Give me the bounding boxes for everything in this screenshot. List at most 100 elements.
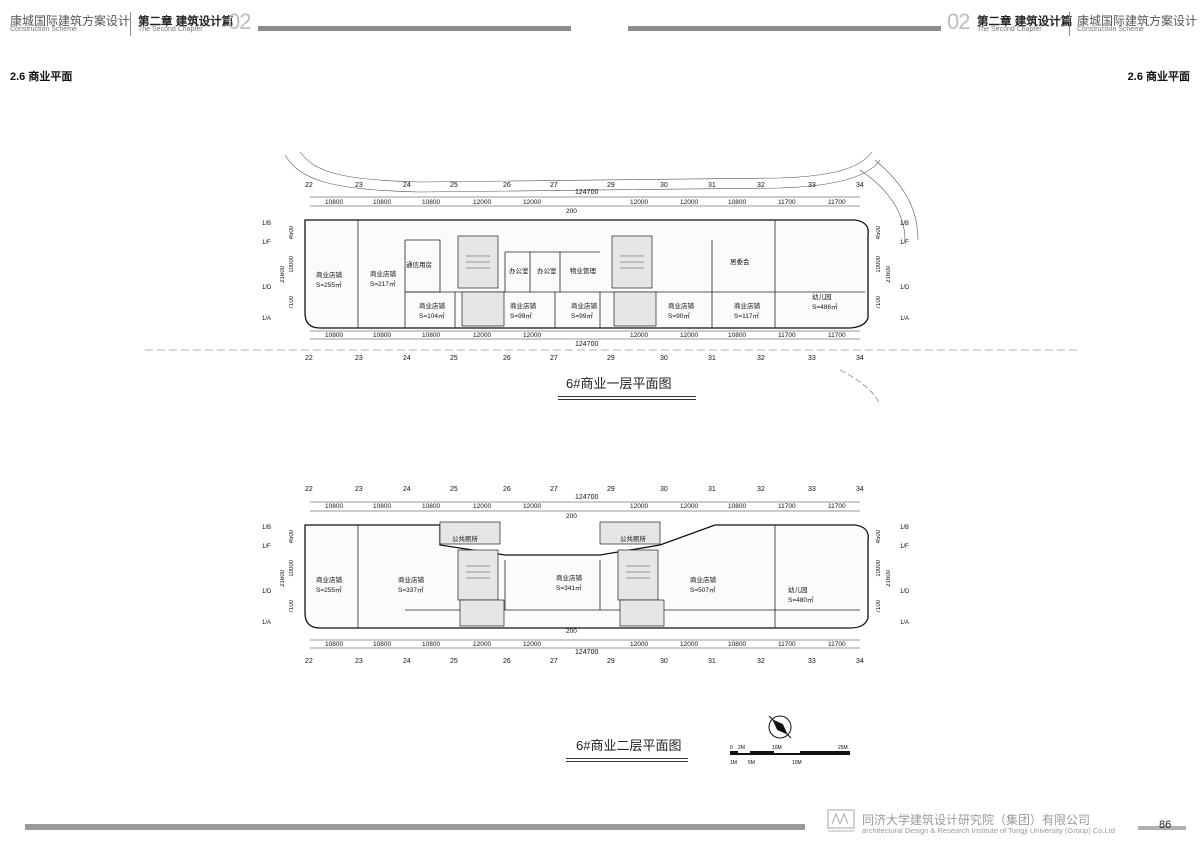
depth-dim: 7100 [289,296,295,310]
bay-dim: 10800 [728,199,747,206]
plan2-total-dim: 124700 [575,494,599,501]
row-axis: 1/F [262,240,271,246]
plan2-center-dim: 200 [566,513,577,520]
north-arrow-icon [768,715,792,739]
axis-label: 32 [757,658,765,665]
bay-dim: 12000 [473,332,492,339]
bay-dim: 10800 [728,503,747,510]
bay-dim: 12000 [680,503,699,510]
bay-dim: 12000 [523,332,542,339]
dimension-lines [310,196,860,340]
bay-dim: 11700 [828,332,846,339]
axis-label: 33 [808,658,816,665]
depth-dim: 4500 [289,226,295,240]
bay-dim: 10800 [325,503,344,510]
row-axis: 1/D [900,285,910,291]
depth-dim: 10000 [289,256,295,273]
plan2-row-axes-right: 1/B 1/F 1/D 1/A 4500 10000 7100 21600 [872,522,912,632]
header-chapter-number-right: 02 [947,9,971,34]
room-label: 物业管理 [570,268,596,275]
axis-label: 30 [660,486,668,493]
header-divider [130,12,131,36]
axis-label: 24 [403,355,411,362]
depth-dim: 4500 [289,530,295,544]
room-label: 通信用房 [406,262,432,269]
bay-dim: 10800 [422,503,441,510]
plan2-bay-dims-top: 10800 10800 10800 12000 12000 12000 1200… [300,503,880,512]
bay-dim: 12000 [523,503,542,510]
axis-label: 33 [808,182,816,189]
axis-label: 34 [856,658,864,665]
header-chapter-cn-right: 第二章 建筑设计篇 [977,16,1073,28]
bay-dim: 12000 [630,199,649,206]
bay-dim: 11700 [778,641,796,648]
axis-label: 34 [856,182,864,189]
header-chapter-en-right: The Second Chapter [977,26,1042,33]
plan2-row-axes-left: 1/B 1/F 1/D 1/A 21600 4500 10000 7100 [262,522,302,632]
axis-label: 31 [708,658,716,665]
row-axis: 1/D [262,285,272,291]
row-axis: 1/B [262,221,272,227]
site-curve-lines [284,151,919,241]
axis-label: 34 [856,486,864,493]
row-axis: 1/F [900,544,909,550]
header-org-cn: 康城国际建筑方案设计 [10,14,131,28]
bay-dim: 12000 [680,641,699,648]
scale-tick: 0 [730,745,733,751]
dimension-lines [310,501,860,649]
axis-label: 29 [607,355,615,362]
bay-dim: 10800 [325,199,344,206]
building-outline [304,219,869,329]
axis-label: 22 [305,658,313,665]
interior-walls [357,220,865,328]
plan1-axis-bottom: 22 23 24 25 26 27 29 30 31 32 33 34 [300,355,880,365]
axis-label: 24 [403,486,411,493]
plan1-title: 6#商业一层平面图 [566,376,672,391]
tongji-logo-icon [827,809,855,832]
ground-floor-plan [145,151,1080,406]
bay-dim: 12000 [473,199,492,206]
depth-dim: 21600 [280,570,286,587]
plan1-total-dim: 124700 [575,189,599,196]
footer-bar [25,824,805,830]
plan1-row-axes-right: 1/B 1/F 1/D 1/A 4500 10000 7100 21600 [872,218,912,328]
scale-tick: 10M [792,760,802,766]
row-axis: 1/A [262,620,272,626]
axis-label: 32 [757,355,765,362]
plan1-total-dim-bottom: 124700 [575,341,599,348]
axis-label: 32 [757,182,765,189]
core-hatching [466,565,650,579]
plan2-total-dim-bottom: 124700 [575,649,599,656]
bay-dim: 11700 [778,199,796,206]
header-org-en: Construction Scheme [10,26,77,33]
footer-org-en: architectural Design & Research Institut… [862,826,1115,835]
bay-dim: 12000 [630,332,649,339]
scale-tick: 10M [772,745,782,751]
bay-dim: 12000 [680,199,699,206]
axis-label: 22 [305,182,313,189]
bay-dim: 12000 [630,503,649,510]
depth-dim: 21600 [886,266,892,283]
bay-dim: 12000 [630,641,649,648]
row-axis: 1/A [262,316,272,322]
bay-dim: 12000 [473,641,492,648]
axis-label: 25 [450,486,458,493]
header-org-cn-right: 康城国际建筑方案设计 [1077,14,1198,28]
header-divider-right [1069,12,1070,36]
stair-cores [457,235,657,327]
axis-label: 31 [708,182,716,189]
room-label: 办公室 [537,268,557,275]
bay-dim: 10800 [373,199,392,206]
second-floor-plan [304,501,869,649]
axis-label: 32 [757,486,765,493]
header-bar [258,26,571,31]
axis-label: 27 [550,486,558,493]
stair-cores [439,521,665,627]
